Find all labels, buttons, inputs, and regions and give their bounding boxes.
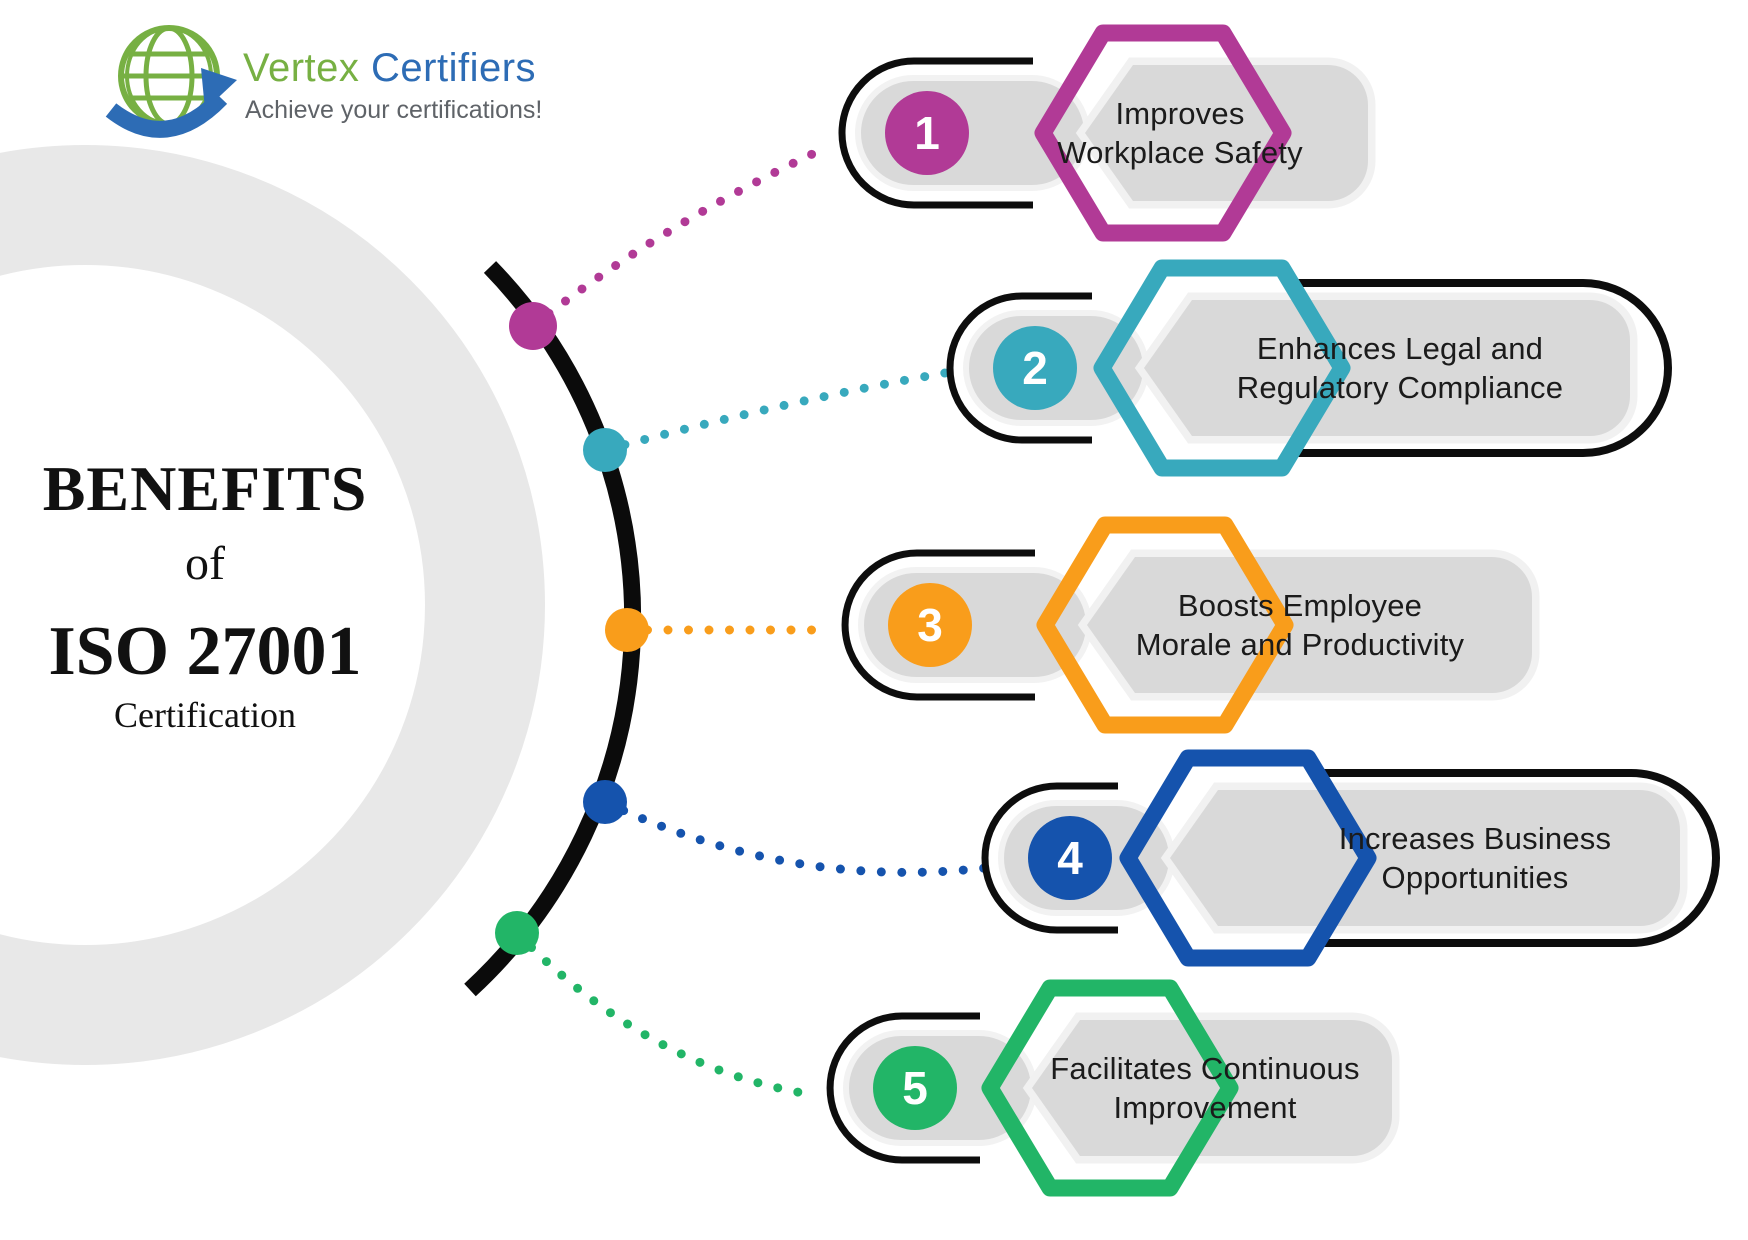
benefit-graphic-5 bbox=[495, 911, 1400, 1197]
connector-dots-1 bbox=[528, 143, 830, 331]
number-badge-1: 1 bbox=[885, 91, 969, 175]
number-badge-5: 5 bbox=[873, 1046, 957, 1130]
connector-dots-2 bbox=[600, 368, 950, 455]
hexagon-1 bbox=[1034, 24, 1292, 242]
globe-arrow-icon bbox=[105, 25, 237, 138]
left-outline-1 bbox=[838, 57, 1033, 209]
arc-node-2 bbox=[583, 428, 627, 472]
benefit-label-5: Facilitates Continuous Improvement bbox=[1050, 1051, 1360, 1125]
connector-dots-5 bbox=[512, 928, 820, 1100]
benefit-label-1: Improves Workplace Safety bbox=[1057, 96, 1303, 170]
label-panel-4 bbox=[1170, 790, 1680, 926]
right-outline-2 bbox=[1282, 279, 1672, 457]
label-panel-3 bbox=[1087, 557, 1532, 693]
brand-name-part1: Vertex bbox=[243, 46, 360, 90]
hexagon-5 bbox=[981, 979, 1239, 1197]
label-panel-5 bbox=[1032, 1020, 1392, 1156]
brand-tagline: Achieve your certifications! bbox=[245, 96, 543, 124]
left-outline-5 bbox=[826, 1012, 980, 1164]
left-outline-4 bbox=[981, 782, 1118, 934]
label-panel-2 bbox=[1144, 300, 1630, 436]
hexagon-2 bbox=[1093, 259, 1351, 477]
title-of: of bbox=[185, 537, 225, 590]
left-outline-3 bbox=[841, 549, 1035, 701]
benefit-label-2: Enhances Legal and Regulatory Compliance bbox=[1236, 331, 1564, 405]
benefit-label-3: Boosts Employee Morale and Productivity bbox=[1135, 588, 1465, 662]
hexagon-3 bbox=[1036, 516, 1294, 734]
hexagon-4 bbox=[1119, 749, 1377, 967]
number-badge-2: 2 bbox=[993, 326, 1077, 410]
number-badge-4: 4 bbox=[1028, 816, 1112, 900]
brand-name-part2: Certifiers bbox=[371, 46, 537, 90]
number-badge-3: 3 bbox=[888, 583, 972, 667]
title-certification: Certification bbox=[114, 695, 296, 735]
arc-node-3 bbox=[605, 608, 649, 652]
arc-node-1 bbox=[509, 302, 557, 350]
title-benefits: BENEFITS bbox=[42, 453, 368, 524]
title-iso-27001: ISO 27001 bbox=[48, 613, 362, 690]
connector-dots-4 bbox=[600, 797, 990, 877]
arc-node-4 bbox=[583, 780, 627, 824]
benefit-graphic-1 bbox=[509, 24, 1376, 350]
left-outline-2 bbox=[946, 292, 1092, 444]
brand-name: Vertex Certifiers bbox=[243, 46, 536, 91]
arc-node-5 bbox=[495, 911, 539, 955]
benefit-label-4: Increases Business Opportunities bbox=[1338, 821, 1612, 895]
right-outline-4 bbox=[1308, 769, 1720, 947]
title-ring bbox=[0, 145, 545, 1065]
logo: Vertex Certifiers Achieve your certifica… bbox=[105, 18, 665, 148]
benefit-graphic-4 bbox=[583, 749, 1720, 967]
label-panel-1 bbox=[1085, 65, 1368, 201]
